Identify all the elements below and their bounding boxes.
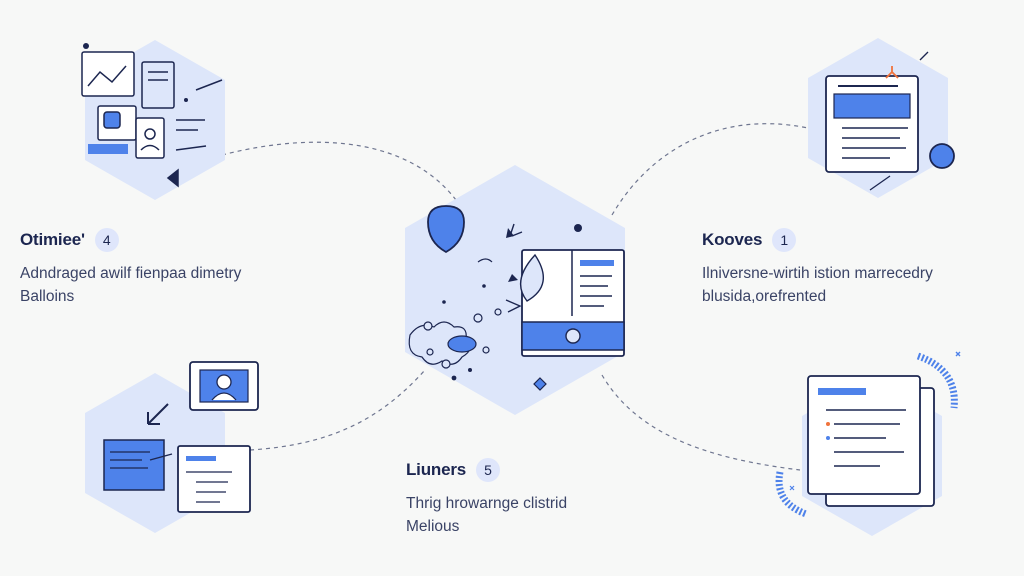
step-description-line: Adndraged awilf fienpaa dimetry bbox=[20, 265, 242, 282]
step-description: Ilniversne-wirtih istion marrecedry blus… bbox=[702, 262, 933, 308]
step-description-line: blusida,orefrented bbox=[702, 288, 827, 305]
connector-top-right bbox=[611, 123, 809, 216]
step-description-line: Balloins bbox=[20, 288, 75, 305]
connectors bbox=[221, 123, 809, 471]
step-title: Liuners bbox=[406, 460, 467, 479]
connector-bottom-right bbox=[601, 374, 801, 471]
document-card-icon bbox=[825, 51, 955, 191]
step-description: Adndraged awilf fienpaa dimetry Balloins bbox=[20, 262, 241, 308]
step-number-badge: 1 bbox=[772, 228, 797, 252]
connector-bottom-left bbox=[249, 369, 426, 451]
step-description: Thrig hrowarnge clistrid Melious bbox=[406, 492, 567, 538]
step-block-bottom-center: Liuners 5 Thrig hrowarnge clistrid Melio… bbox=[406, 458, 567, 538]
document-stack-icon bbox=[775, 351, 961, 518]
step-description-line: Melious bbox=[406, 518, 460, 535]
step-block-top-right: Kooves 1 Ilniversne-wirtih istion marrec… bbox=[702, 228, 933, 308]
step-description-line: Ilniversne-wirtih istion marrecedry bbox=[702, 265, 933, 282]
step-number-badge: 4 bbox=[94, 228, 119, 252]
workspace-collage-icon bbox=[81, 43, 223, 188]
step-number-badge: 5 bbox=[476, 458, 501, 482]
data-dashboard-icon bbox=[408, 205, 625, 391]
step-title: Otimiee' bbox=[20, 230, 85, 249]
connector-top-left bbox=[221, 141, 457, 201]
step-title: Kooves bbox=[702, 230, 763, 249]
step-block-top-left: Otimiee' 4 Adndraged awilf fienpaa dimet… bbox=[20, 228, 241, 308]
step-description-line: Thrig hrowarnge clistrid bbox=[406, 495, 568, 512]
user-profile-transfer-icon bbox=[103, 361, 259, 513]
